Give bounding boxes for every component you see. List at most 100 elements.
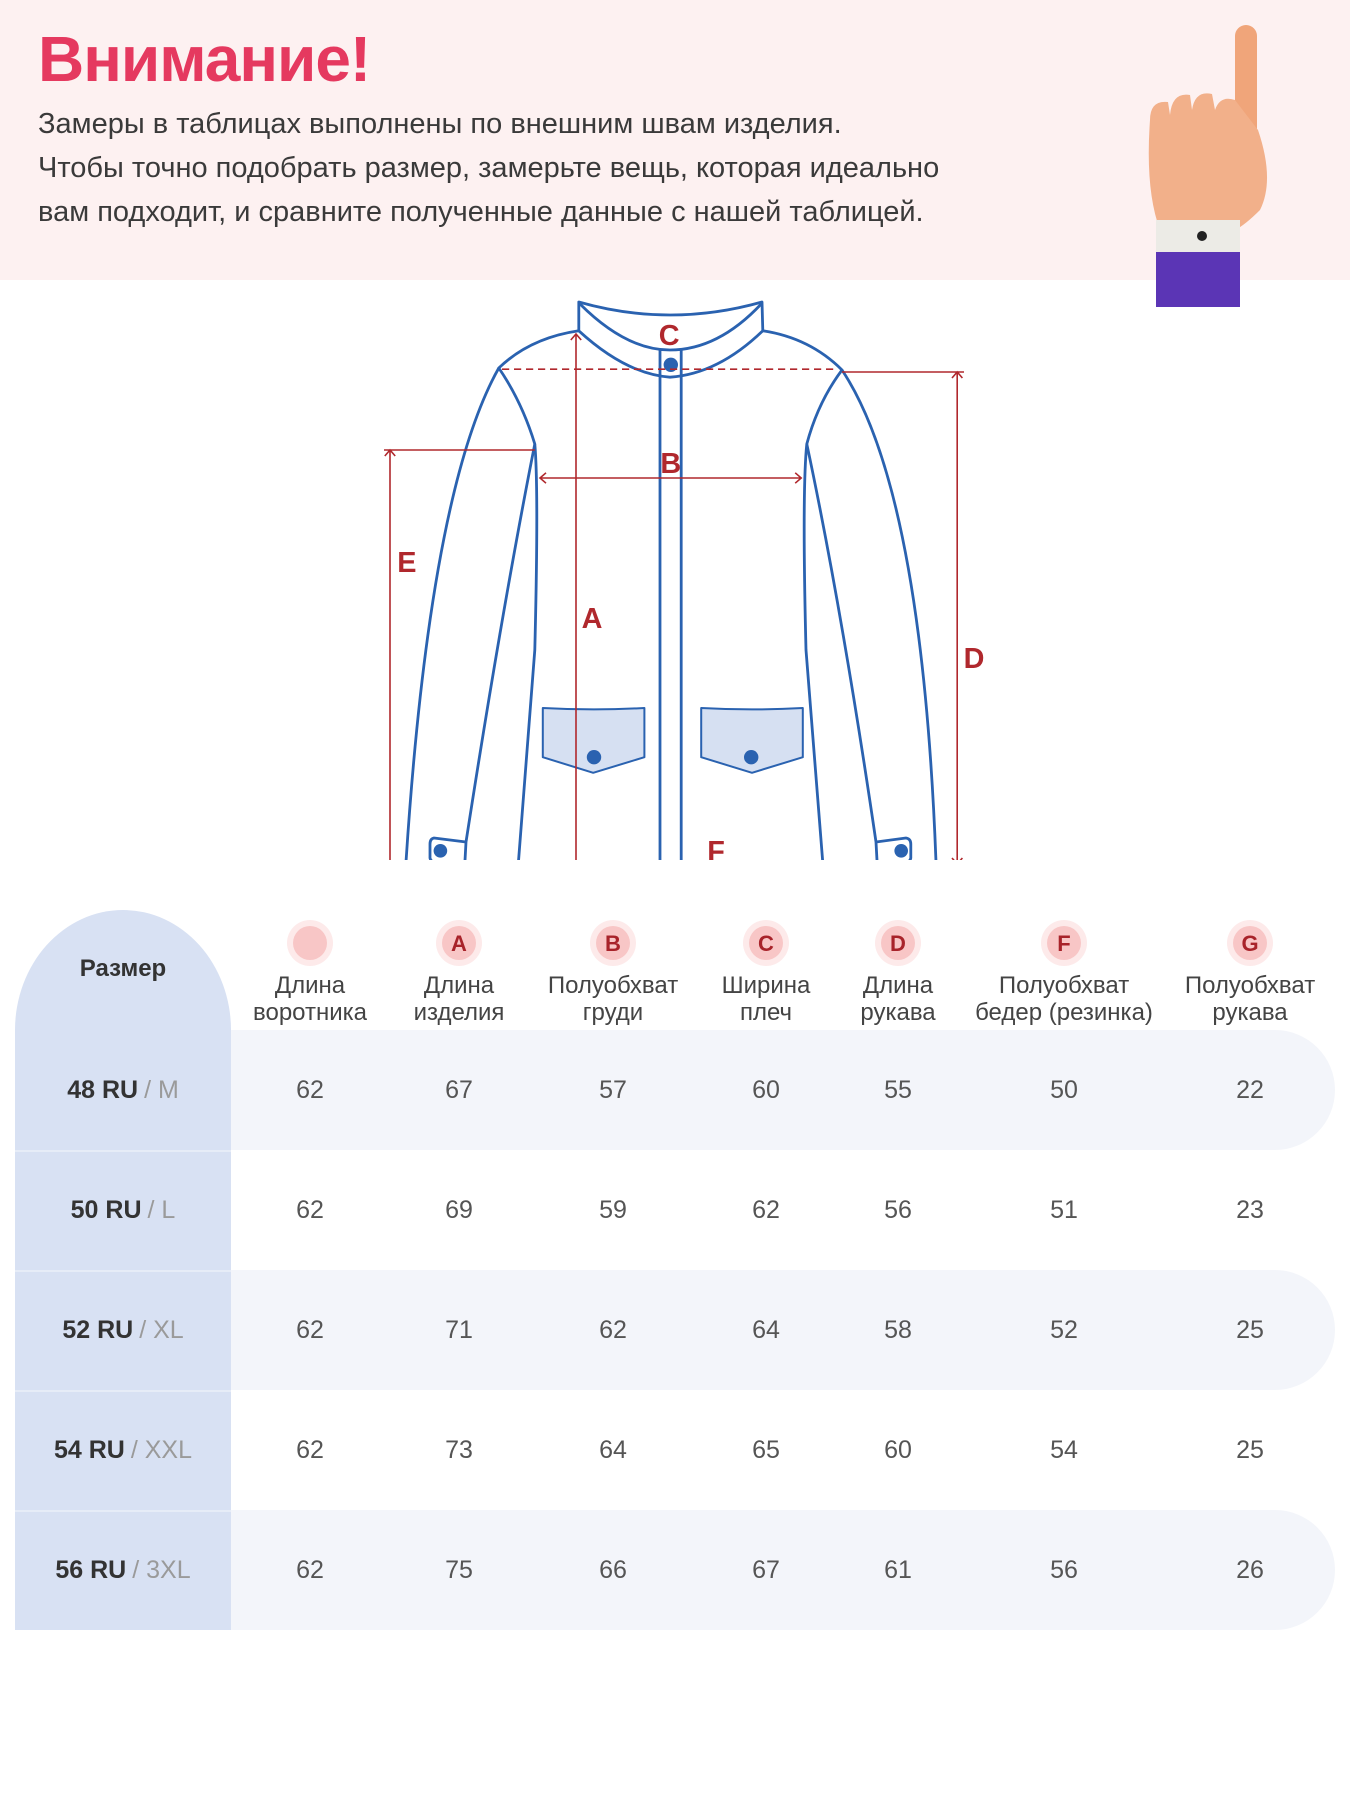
column-label-line1: Длина — [423, 972, 495, 999]
table-cell: 73 — [445, 1435, 473, 1464]
badge-letter: D — [881, 926, 915, 960]
label-c: C — [659, 320, 680, 352]
badge-icon: G — [1227, 920, 1273, 966]
table-cell: 71 — [445, 1315, 473, 1344]
badge-icon: C — [743, 920, 789, 966]
table-cell: 56 — [1050, 1555, 1078, 1584]
size-cell: 56 RU/ 3XL — [15, 1510, 231, 1630]
table-cell: 25 — [1236, 1315, 1264, 1344]
table-cell: 26 — [1236, 1555, 1264, 1584]
buttons — [433, 357, 908, 858]
column-label-line1: Полуобхват — [1184, 972, 1316, 999]
size-intl: / 3XL — [132, 1555, 191, 1584]
jacket-diagram: C B A E D F — [384, 300, 984, 860]
table-cell: 58 — [884, 1315, 912, 1344]
table-cell: 62 — [599, 1315, 627, 1344]
label-a: A — [582, 603, 603, 635]
table-cell: 66 — [599, 1555, 627, 1584]
table-cell: 57 — [599, 1075, 627, 1104]
divider — [15, 1150, 231, 1152]
table-cell: 62 — [296, 1555, 324, 1584]
table-cell: 60 — [884, 1435, 912, 1464]
size-cell: 50 RU/ L — [15, 1150, 231, 1270]
table-cell: 62 — [752, 1195, 780, 1224]
note-line-1: Замеры в таблицах выполнены по внешним ш… — [38, 108, 842, 140]
size-cell: 52 RU/ XL — [15, 1270, 231, 1390]
size-header: Размер — [79, 955, 167, 982]
table-row — [231, 1030, 1335, 1150]
column-label-line1: Длина — [274, 972, 346, 999]
table-cell: 61 — [884, 1555, 912, 1584]
table-row — [231, 1270, 1335, 1390]
column-label-line1: Полуобхват — [998, 972, 1130, 999]
column-label-line1: Длина — [862, 972, 934, 999]
attention-title: Внимание! — [38, 23, 371, 95]
column-label-line2: воротника — [252, 999, 368, 1026]
divider — [15, 1510, 231, 1512]
measure-lines — [384, 332, 964, 860]
label-f: F — [707, 836, 725, 860]
table-cell: 22 — [1236, 1075, 1264, 1104]
label-b: B — [660, 448, 681, 480]
column-label-line2: бедер (резинка) — [975, 999, 1153, 1026]
size-intl: / M — [144, 1075, 179, 1104]
badge-icon: B — [590, 920, 636, 966]
attention-banner: Внимание! Замеры в таблицах выполнены по… — [0, 0, 1350, 280]
table-cell: 52 — [1050, 1315, 1078, 1344]
table-cell: 62 — [296, 1435, 324, 1464]
badge-letter: F — [1047, 926, 1081, 960]
divider — [15, 1270, 231, 1272]
table-cell: 50 — [1050, 1075, 1078, 1104]
table-cell: 67 — [445, 1075, 473, 1104]
badge-letter: A — [442, 926, 476, 960]
badge-icon: A — [436, 920, 482, 966]
table-cell: 69 — [445, 1195, 473, 1224]
badge-letter: B — [596, 926, 630, 960]
size-ru: 54 RU — [53, 1435, 125, 1464]
table-cell: 23 — [1236, 1195, 1264, 1224]
column-label-line2: рукава — [860, 999, 936, 1026]
table-cell: 55 — [884, 1075, 912, 1104]
table-cell: 62 — [296, 1315, 324, 1344]
badge-icon: D — [875, 920, 921, 966]
badge-letter: G — [1233, 926, 1267, 960]
jacket-outline — [404, 300, 938, 860]
size-intl: / L — [147, 1195, 176, 1224]
table-cell: 67 — [752, 1555, 780, 1584]
table-cell: 62 — [296, 1195, 324, 1224]
table-cell: 56 — [884, 1195, 912, 1224]
table-cell: 60 — [752, 1075, 780, 1104]
table-cell: 65 — [752, 1435, 780, 1464]
table-row — [231, 1510, 1335, 1630]
size-ru: 50 RU — [70, 1195, 142, 1224]
pointing-hand-icon — [1148, 25, 1268, 307]
size-intl: / XXL — [130, 1435, 193, 1464]
table-cell: 25 — [1236, 1435, 1264, 1464]
table-cell: 51 — [1050, 1195, 1078, 1224]
size-cell: 54 RU/ XXL — [15, 1390, 231, 1510]
divider — [15, 1390, 231, 1392]
column-label-line2: груди — [582, 999, 644, 1026]
table-cell: 54 — [1050, 1435, 1078, 1464]
table-cell: 64 — [599, 1435, 627, 1464]
table-cell: 62 — [296, 1075, 324, 1104]
table-cell: 59 — [599, 1195, 627, 1224]
badge-letter: C — [749, 926, 783, 960]
note-line-3: вам подходит, и сравните полученные данн… — [38, 196, 924, 228]
column-label-line2: плеч — [739, 999, 793, 1026]
badge-letter — [293, 926, 327, 960]
column-label-line2: изделия — [413, 999, 505, 1026]
table-cell: 75 — [445, 1555, 473, 1584]
note-line-2: Чтобы точно подобрать размер, замерьте в… — [38, 152, 940, 184]
column-label-line1: Полуобхват — [547, 972, 679, 999]
badge-icon — [287, 920, 333, 966]
badge-icon: F — [1041, 920, 1087, 966]
column-label-line2: рукава — [1212, 999, 1288, 1026]
